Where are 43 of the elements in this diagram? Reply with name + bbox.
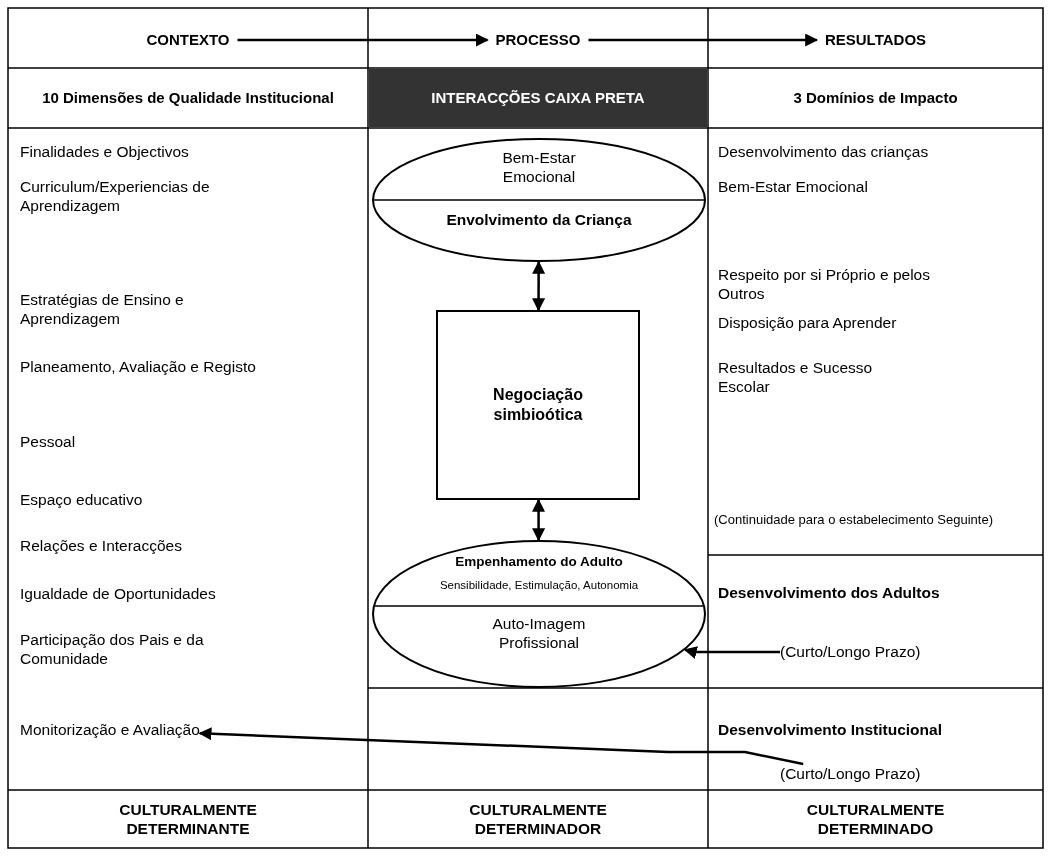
arrow xyxy=(683,646,780,659)
node-text: Bem-Estar Emocional xyxy=(501,148,577,187)
list-item: Respeito por si Próprio e pelos Outros xyxy=(718,265,931,304)
footer-text: CULTURALMENTE DETERMINADO xyxy=(805,800,946,839)
section-heading: 3 Domínios de Impacto xyxy=(793,88,958,108)
arrow xyxy=(532,498,546,542)
footer-text: CULTURALMENTE DETERMINADOR xyxy=(468,800,608,839)
list-item: Relações e Interacções xyxy=(20,536,182,556)
list-item: Resultados e Sucesso Escolar xyxy=(718,358,874,397)
node-text: Auto-Imagem Profissional xyxy=(491,614,587,653)
column-header: CONTEXTO xyxy=(146,30,230,50)
section-heading: 10 Dimensões de Qualidade Institucional xyxy=(38,88,338,108)
list-item: Disposição para Aprender xyxy=(718,313,897,333)
arrow xyxy=(588,33,819,47)
process-box: Negociação simbioótica xyxy=(436,310,640,500)
column-header: PROCESSO xyxy=(495,30,581,50)
arrow xyxy=(237,33,489,47)
node-text: Sensibilidade, Estimulação, Autonomia xyxy=(438,578,640,593)
list-item: Monitorização e Avaliação xyxy=(20,720,200,740)
list-item: (Continuidade para o estabelecimento Seguinte) xyxy=(714,512,994,529)
ellipse-node xyxy=(372,138,706,262)
note-text: (Curto/Longo Prazo) xyxy=(780,642,921,662)
outcome-heading: Desenvolvimento Institucional xyxy=(718,720,942,740)
list-item: Estratégias de Ensino e Aprendizagem xyxy=(20,290,185,329)
outcome-heading: Desenvolvimento dos Adultos xyxy=(718,583,940,603)
column-header: RESULTADOS xyxy=(824,30,927,50)
list-item: Pessoal xyxy=(20,432,76,452)
list-item: Igualdade de Oportunidades xyxy=(20,584,216,604)
arrow xyxy=(198,727,804,766)
ellipse-node xyxy=(372,540,706,688)
title-banner: INTERACÇÕES CAIXA PRETA xyxy=(369,69,707,127)
node-heading: Envolvimento da Criança xyxy=(445,210,633,230)
list-item: Curriculum/Experiencias de Aprendizagem xyxy=(20,177,211,216)
list-item: Participação dos Pais e da Comunidade xyxy=(20,630,205,669)
list-item: Finalidades e Objectivos xyxy=(20,142,189,162)
note-text: (Curto/Longo Prazo) xyxy=(780,764,921,784)
list-item: Planeamento, Avaliação e Registo xyxy=(20,357,257,377)
list-item: Desenvolvimento das crianças xyxy=(718,142,929,162)
arrow xyxy=(532,260,546,312)
footer-text: CULTURALMENTE DETERMINANTE xyxy=(118,800,258,839)
list-item: Espaço educativo xyxy=(20,490,143,510)
list-item: Bem-Estar Emocional xyxy=(718,177,868,197)
node-heading: Empenhamento do Adulto xyxy=(454,554,624,571)
